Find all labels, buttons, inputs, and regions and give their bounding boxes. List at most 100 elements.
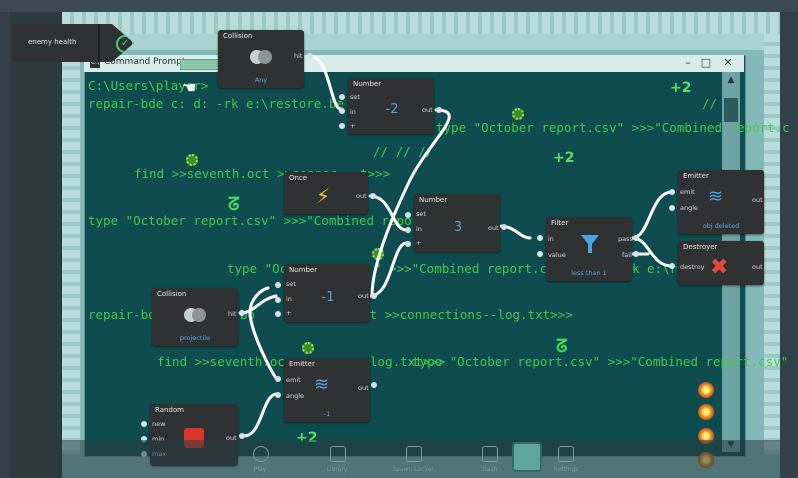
input-port[interactable] [339, 123, 345, 129]
maximize-button[interactable]: □ [700, 56, 712, 69]
top-band [0, 0, 798, 12]
output-port[interactable] [307, 53, 313, 59]
port-label: out [422, 106, 433, 114]
input-port[interactable] [537, 251, 543, 257]
input-port[interactable] [537, 235, 543, 241]
input-port[interactable] [669, 205, 675, 211]
node-title: Emitter [683, 172, 709, 180]
once-node[interactable]: Once ⚡ out [284, 172, 368, 214]
port-label: in [416, 225, 422, 233]
port-label: pass [618, 235, 633, 243]
fire-hazard-icon [698, 382, 714, 398]
input-port[interactable] [339, 108, 345, 114]
enemy-health-tag[interactable]: enemy health ✓ [12, 24, 134, 62]
input-port[interactable] [141, 421, 147, 427]
wind-icon: ≋ [314, 374, 330, 395]
output-port[interactable] [371, 293, 377, 299]
collision-filter-label: projectile [179, 334, 211, 342]
node-title: Emitter [289, 360, 315, 368]
fire-hazard-icon [698, 404, 714, 420]
collision-node-top[interactable]: Collision Any hit [218, 30, 304, 88]
right-rail [780, 12, 798, 478]
board-border-top [62, 12, 780, 34]
tag-divider [98, 24, 100, 62]
number-node-b[interactable]: Number set in + 3 out [414, 194, 500, 252]
port-label: emit [680, 188, 695, 196]
board-border-right [764, 34, 780, 454]
port-label: fail [622, 251, 632, 259]
console-line: // // // [373, 144, 434, 159]
scrollbar-thumb[interactable] [724, 98, 738, 122]
settings-sliders-icon[interactable] [558, 446, 574, 462]
virus-enemy-icon [512, 108, 524, 120]
console-line: ct >>connections--log.txt>>> [362, 307, 573, 322]
port-label: value [548, 251, 566, 259]
number-node-c[interactable]: Number set in + -1 out [284, 264, 370, 322]
input-port[interactable] [275, 297, 281, 303]
input-port[interactable] [669, 189, 675, 195]
input-port[interactable] [141, 436, 147, 442]
lightning-icon: ⚡ [316, 184, 331, 208]
output-port[interactable] [633, 235, 639, 241]
emitter-node-top[interactable]: Emitter emit angle ≋ out obj deleted [678, 170, 764, 234]
stash-icon[interactable] [482, 446, 498, 462]
toolbar-label: Library [326, 466, 348, 473]
library-icon[interactable] [330, 446, 346, 462]
input-port[interactable] [275, 392, 281, 398]
port-label: + [350, 122, 356, 130]
toolbar-label: Settings [553, 466, 579, 473]
port-label: new [152, 420, 166, 428]
node-title: Filter [551, 219, 569, 227]
console-line: // [702, 96, 718, 111]
emitter-node-bottom[interactable]: Emitter emit angle ≋ out -1 [284, 358, 370, 422]
collision-node-bottom[interactable]: Collision hit projectile [152, 288, 238, 346]
port-label: + [286, 309, 292, 317]
number-value: -2 [385, 102, 399, 117]
output-port[interactable] [633, 251, 639, 257]
play-icon[interactable] [253, 446, 269, 462]
input-port[interactable] [405, 241, 411, 247]
input-port[interactable] [669, 263, 675, 269]
minimize-button[interactable]: – [685, 56, 691, 69]
output-port[interactable] [436, 107, 442, 113]
filter-condition-label: less than 1 [571, 269, 607, 277]
input-port[interactable] [275, 376, 281, 382]
input-port[interactable] [405, 212, 411, 218]
toolbar-label: Spawn Locker [392, 466, 434, 473]
port-label: destroy [680, 263, 705, 271]
console-line: log.txt>>> [370, 354, 446, 369]
close-button[interactable]: ✕ [723, 56, 733, 69]
window-title: Command Prompt [104, 57, 186, 67]
output-port[interactable] [239, 310, 245, 316]
input-port[interactable] [339, 94, 345, 100]
console-line: type "October report.csv" >>>"Combined r… [88, 213, 465, 228]
port-label: set [416, 210, 426, 218]
wind-icon: ≋ [708, 186, 724, 207]
filter-node[interactable]: Filter in value pass fail less than 1 [546, 217, 633, 281]
port-label: out [488, 224, 499, 232]
node-title: Number [289, 266, 318, 274]
console-line: C:\Users\player> [88, 78, 209, 93]
spawn-locker-icon[interactable] [406, 446, 422, 462]
output-port[interactable] [239, 433, 245, 439]
console-line: type "October report.csv" >>>"Combined r… [436, 120, 790, 135]
output-port[interactable] [370, 193, 376, 199]
virus-enemy-icon [186, 154, 198, 166]
port-label: + [416, 239, 422, 247]
left-rail [0, 12, 10, 478]
output-port[interactable] [371, 382, 377, 388]
node-title: Collision [223, 32, 253, 40]
input-port[interactable] [405, 227, 411, 233]
port-label: out [358, 292, 369, 300]
emitter-event-label: -1 [323, 410, 331, 418]
input-port[interactable] [275, 282, 281, 288]
port-label: emit [286, 376, 301, 384]
scroll-up-arrow-icon[interactable]: ▲ [727, 75, 735, 85]
destroyer-node[interactable]: Destroyer destroy ✖ out [678, 241, 764, 285]
worm-enemy-icon: ᘔ [556, 336, 568, 357]
output-port[interactable] [501, 224, 507, 230]
input-port[interactable] [275, 311, 281, 317]
number-node-a[interactable]: Number set in + -2 out [348, 78, 434, 134]
port-label: out [752, 263, 763, 271]
